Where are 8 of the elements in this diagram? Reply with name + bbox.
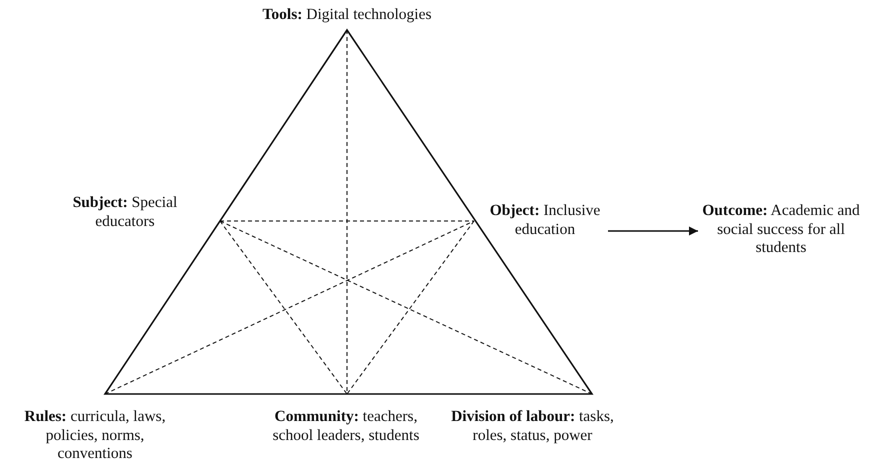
node-label: Outcome: Academic and social success for all students — [701, 202, 861, 258]
node-label: Division of labour: tasks, roles, status, power — [450, 408, 615, 445]
node-label: Rules: curricula, laws, policies, norms, conventions — [23, 408, 167, 464]
node-label: Object: Inclusive education — [488, 202, 602, 239]
node-label: Tools: Digital technologies — [261, 6, 433, 24]
node-label: Subject: Special educators — [72, 194, 178, 231]
arrow — [608, 226, 698, 236]
node-label: Community: teachers, school leaders, students — [272, 408, 420, 445]
